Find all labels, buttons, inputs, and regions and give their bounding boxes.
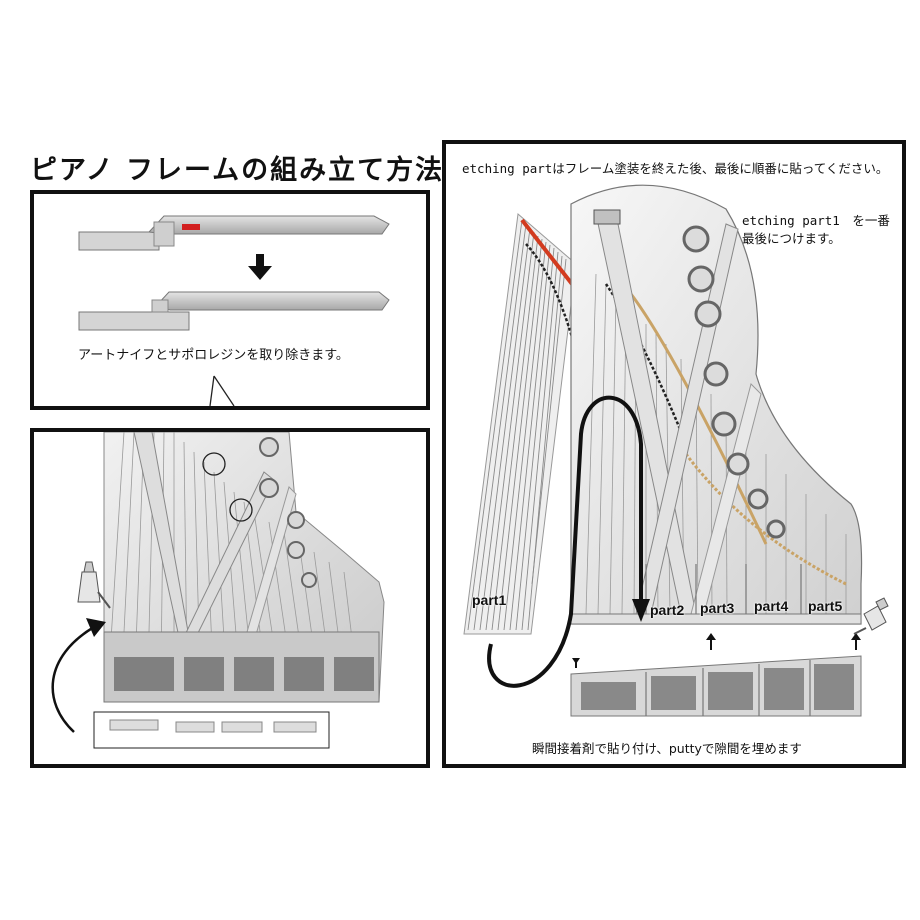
piano-frame xyxy=(570,184,863,625)
etching-parts-panel: etching partはフレーム塗装を終えた後、最後に順番に貼ってください。 … xyxy=(442,140,906,768)
up-arrow-icons xyxy=(572,633,861,668)
glue-bottle-icon xyxy=(853,597,889,635)
part-with-sprue xyxy=(78,215,390,251)
curved-arrow-icon xyxy=(487,395,643,688)
part2-label: part2 xyxy=(650,602,685,618)
frame-overview-panel xyxy=(30,428,430,768)
sprue-removal-caption: アートナイフとサポロレジンを取り除きます。 xyxy=(78,348,349,363)
glue-bottle-icon xyxy=(77,561,111,609)
piano-frame-illustration xyxy=(51,432,385,749)
part-cleaned xyxy=(78,291,390,331)
etching-instruction: etching partはフレーム塗装を終えた後、最後に順番に貼ってください。 xyxy=(462,161,889,176)
sprue-resin-highlight xyxy=(182,224,200,230)
part3-label: part3 xyxy=(700,600,735,616)
part4-label: part4 xyxy=(754,598,789,614)
curved-arrow-icon xyxy=(51,625,95,733)
part1-label: part1 xyxy=(472,592,507,608)
part1-string-panel xyxy=(463,213,577,635)
down-arrow-icon xyxy=(248,254,272,280)
etching-assembly-illustration xyxy=(463,184,889,717)
page-title: ピアノ フレームの組み立て方法 xyxy=(30,155,445,186)
action-strip xyxy=(570,655,862,717)
sprue-removal-panel: アートナイフとサポロレジンを取り除きます。 xyxy=(30,190,430,410)
sprue-removal-illustration xyxy=(78,215,390,406)
glue-caption: 瞬間接着剤で貼り付け、puttyで隙間を埋めます xyxy=(532,741,802,756)
etching-strip xyxy=(109,719,317,733)
etching-part1-note: etching part1 を一番 最後につけます。 xyxy=(742,213,890,246)
part5-label: part5 xyxy=(808,598,843,614)
